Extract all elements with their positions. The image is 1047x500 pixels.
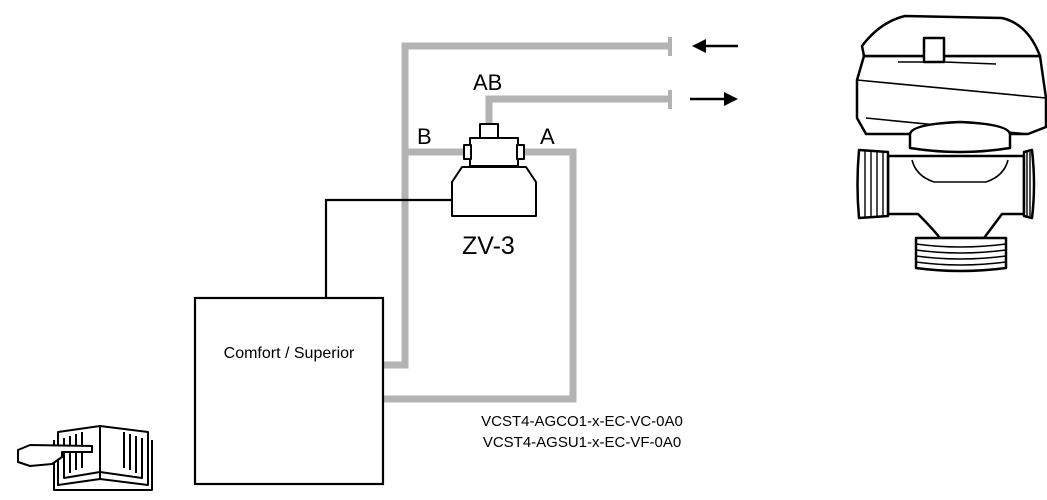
valve-port-b <box>463 144 472 160</box>
valve-port-a <box>516 144 525 160</box>
valve-actuator-icon <box>855 14 1047 273</box>
pipes <box>383 37 672 403</box>
model-code-2: VCST4-AGSU1-x-EC-VF-0A0 <box>483 434 681 451</box>
port-label-b: B <box>417 124 432 149</box>
valve-actuator <box>451 166 537 217</box>
valve-body <box>469 137 519 167</box>
arrow-right-icon <box>690 92 738 106</box>
pipe-ab <box>485 95 668 124</box>
valve-label: ZV-3 <box>462 232 515 260</box>
port-label-ab: AB <box>473 70 502 95</box>
return-pipe <box>383 42 668 369</box>
zone-valve <box>451 123 537 217</box>
controller-label: Comfort / Superior <box>224 345 355 362</box>
manual-book-icon <box>17 425 153 491</box>
pipe-a <box>383 148 577 403</box>
port-label-a: A <box>540 124 555 149</box>
model-code-1: VCST4-AGCO1-x-EC-VC-0A0 <box>481 413 683 430</box>
valve-ab-port <box>479 123 499 139</box>
control-wire <box>324 198 452 299</box>
controller-box <box>193 296 385 486</box>
arrow-left-icon <box>692 39 738 53</box>
